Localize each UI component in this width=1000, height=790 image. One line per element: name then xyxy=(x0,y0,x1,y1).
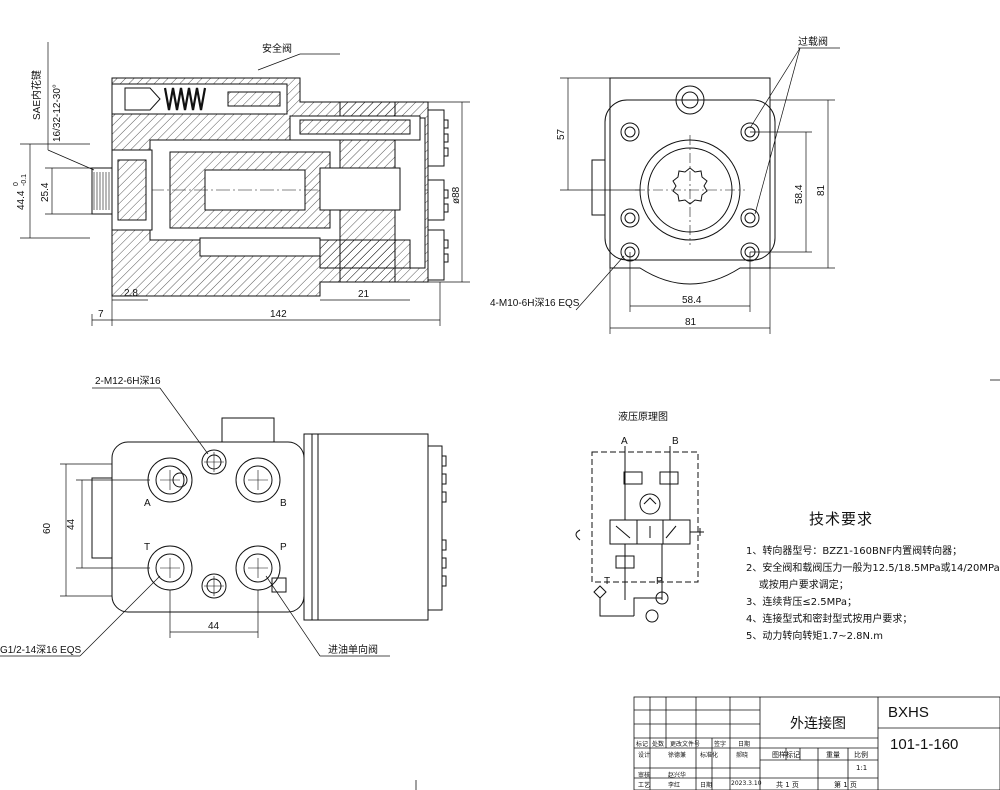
stage-mark: 图样标记 xyxy=(772,751,800,759)
dim-81-h: 81 xyxy=(685,317,697,328)
header-sign: 签字 xyxy=(714,741,727,748)
port-t-label: T xyxy=(144,542,150,553)
dim-44-tol-dn: -0.1 xyxy=(21,174,28,186)
hyd-port-a: A xyxy=(621,436,628,447)
row-review-label: 审核 xyxy=(638,772,651,779)
header-count: 处数 xyxy=(652,741,665,748)
hydraulic-schematic xyxy=(575,446,704,623)
requirement-item: 3、连续背压≤2.5MPa； xyxy=(746,597,857,608)
row-process-date: 2023.3.10 xyxy=(731,780,762,787)
row-design-label: 设计 xyxy=(638,752,651,759)
requirement-item: 或按用户要求调定； xyxy=(746,580,849,591)
drawing-name: 外连接图 xyxy=(790,716,846,732)
title-block-lines xyxy=(415,696,1000,790)
hyd-port-b: B xyxy=(672,436,679,447)
check-valve-label: 进油单向阀 xyxy=(328,643,378,656)
relief-valve-label: 安全阀 xyxy=(262,42,292,55)
port-b-label: B xyxy=(280,498,287,509)
row-process-date-label: 日期 xyxy=(700,782,713,789)
row-design-name: 徐德兼 xyxy=(668,752,687,759)
technical-requirements: 技术要求 1、转向器型号：BZZ1-160BNF内置阀转向器； 2、安全阀和载阀… xyxy=(746,508,1000,645)
dim-57: 57 xyxy=(556,128,567,140)
scale-label: 比例 xyxy=(854,751,868,759)
dim-7: 7 xyxy=(98,309,104,320)
scale-value: 1:1 xyxy=(856,764,868,772)
dim-58-4-h: 58.4 xyxy=(682,295,702,306)
header-mark: 标记 xyxy=(636,741,649,748)
dim-58-4-v: 58.4 xyxy=(794,184,805,204)
dim-25-4: 25.4 xyxy=(40,182,51,202)
dim-44-tol-up: 0 xyxy=(13,182,20,186)
holes-callout: 4-M10-6H深16 EQS xyxy=(490,297,580,309)
row-process-label: 工艺 xyxy=(638,782,651,789)
requirement-item: 2、安全阀和载阀压力一般为12.5/18.5MPa或14/20MPa, xyxy=(746,563,1000,574)
overload-valve-label: 过载阀 xyxy=(798,35,828,48)
port-view-dimensions xyxy=(0,387,390,657)
drawing-number: 101-1-160 xyxy=(890,736,959,753)
row-review-name: 赵兴华 xyxy=(668,772,687,779)
port-p-label: P xyxy=(280,542,287,553)
weight-label: 重量 xyxy=(826,751,840,759)
dim-21: 21 xyxy=(358,289,370,300)
requirement-item: 5、动力转向转矩1.7~2.8N.m xyxy=(746,631,883,642)
sae-spec: 16/32-12-30° xyxy=(52,84,63,142)
sheet-number: 第 1 页 xyxy=(834,781,857,789)
g12-callout: G1/2-14深16 EQS xyxy=(0,644,81,656)
m12-callout: 2-M12-6H深16 xyxy=(95,375,161,387)
dim-88: ø88 xyxy=(451,186,462,204)
hydraulic-title: 液压原理图 xyxy=(618,410,668,423)
end-view xyxy=(591,77,776,285)
section-dimensions xyxy=(20,42,470,326)
dim-44-4: 44.4 xyxy=(16,190,27,210)
company-name: BXHS xyxy=(888,704,929,721)
requirement-item: 4、连接型式和密封型式按用户要求； xyxy=(746,614,913,625)
row-process-name: 李红 xyxy=(668,782,681,789)
sae-label: SAE内花键 xyxy=(30,70,43,120)
port-view xyxy=(91,417,447,621)
sheets-total: 共 1 页 xyxy=(776,781,799,789)
dim-142: 142 xyxy=(270,309,287,320)
dim-2-8: 2.8 xyxy=(124,288,138,299)
end-view-dimensions xyxy=(560,47,840,334)
dim-44-h: 44 xyxy=(208,621,220,632)
dim-44-v: 44 xyxy=(66,518,77,530)
section-view xyxy=(91,77,449,297)
header-date: 日期 xyxy=(738,741,751,748)
requirements-title: 技术要求 xyxy=(809,510,874,528)
row-design-std-name: 郝晓 xyxy=(736,752,749,759)
dim-81-v: 81 xyxy=(816,184,827,196)
hyd-port-p: P xyxy=(656,576,663,587)
dim-60: 60 xyxy=(42,522,53,534)
header-change-doc: 更改文件号 xyxy=(670,741,701,748)
port-a-label: A xyxy=(144,498,151,509)
hyd-port-t: T xyxy=(604,576,610,587)
requirement-item: 1、转向器型号：BZZ1-160BNF内置阀转向器； xyxy=(746,546,963,557)
row-design-std: 标准化 xyxy=(700,752,719,759)
